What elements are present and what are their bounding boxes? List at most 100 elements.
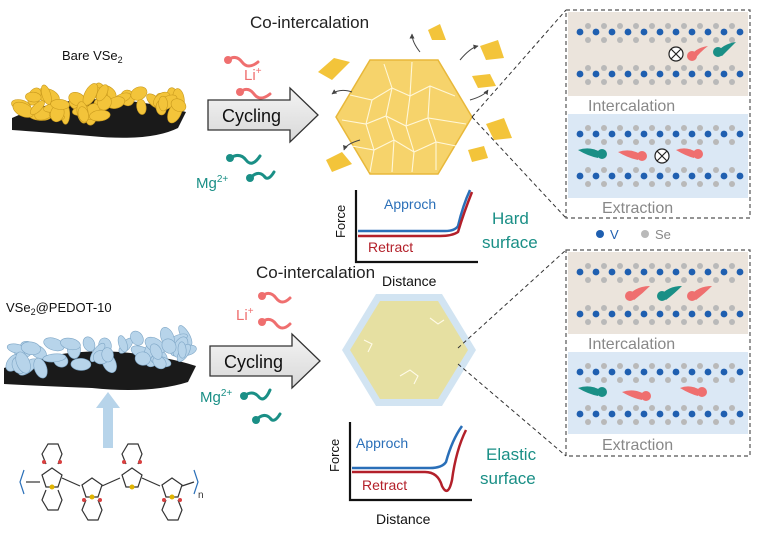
selenium-atom — [713, 65, 719, 71]
selenium-atom — [601, 65, 607, 71]
selenium-atom — [729, 23, 735, 29]
selenium-atom — [617, 37, 623, 43]
bottom-material-label: VSe2@PEDOT-10 — [6, 300, 112, 317]
vanadium-atom — [592, 410, 600, 418]
selenium-atom — [617, 405, 623, 411]
selenium-atom — [697, 263, 703, 269]
selenium-atom — [601, 419, 607, 425]
selenium-atom — [681, 65, 687, 71]
vanadium-atom — [656, 410, 664, 418]
selenium-atom — [633, 305, 639, 311]
vanadium-atom — [608, 268, 616, 276]
flake — [158, 95, 168, 112]
selenium-atom — [697, 139, 703, 145]
flake — [50, 99, 70, 110]
top-approach-curve — [358, 189, 472, 233]
vanadium-atom — [672, 310, 680, 318]
vanadium-atom — [640, 368, 648, 376]
vanadium-atom — [624, 410, 632, 418]
selenium-atom — [601, 23, 607, 29]
selenium-atom — [585, 139, 591, 145]
selenium-atom — [617, 23, 623, 29]
flake — [89, 109, 111, 122]
selenium-atom — [633, 377, 639, 383]
top-intercalation-lattice — [576, 23, 744, 85]
bottom-surface-line2: surface — [480, 469, 536, 488]
bottom-intercalation-lattice — [576, 263, 744, 325]
vanadium-atom — [592, 268, 600, 276]
vanadium-atom — [672, 28, 680, 36]
vanadium-atom — [608, 410, 616, 418]
selenium-atom — [601, 79, 607, 85]
selenium-atom — [697, 363, 703, 369]
flake — [177, 341, 187, 359]
bottom-mg-label: Mg2+ — [200, 388, 232, 406]
vanadium-atom — [672, 172, 680, 180]
vanadium-atom — [656, 172, 664, 180]
vanadium-atom — [720, 28, 728, 36]
selenium-atom — [681, 167, 687, 173]
top-intercalation-ions — [668, 42, 736, 62]
bottom-intercalation-ions — [625, 286, 712, 301]
vanadium-atom — [640, 410, 648, 418]
flake — [96, 84, 109, 102]
vanadium-atom — [656, 310, 664, 318]
selenium-atom — [697, 125, 703, 131]
selenium-atom — [633, 167, 639, 173]
selenium-atom — [617, 167, 623, 173]
selenium-atom — [601, 181, 607, 187]
flake — [15, 351, 31, 374]
vanadium-atom — [576, 28, 584, 36]
bottom-mg-ion-icons — [240, 388, 282, 424]
selenium-atom — [729, 277, 735, 283]
selenium-atom — [617, 125, 623, 131]
selenium-atom — [713, 181, 719, 187]
selenium-atom — [713, 139, 719, 145]
selenium-atom — [729, 319, 735, 325]
selenium-atom — [729, 125, 735, 131]
selenium-atom — [649, 167, 655, 173]
bottom-li-label: Li+ — [236, 306, 254, 324]
vanadium-atom — [592, 28, 600, 36]
vanadium-atom — [576, 130, 584, 138]
top-extraction-ions — [578, 148, 703, 164]
top-surface-line2: surface — [482, 233, 538, 252]
selenium-atom — [649, 23, 655, 29]
bottom-approach-curve — [352, 425, 464, 470]
selenium-atom — [649, 37, 655, 43]
selenium-atom — [649, 181, 655, 187]
vanadium-atom — [704, 130, 712, 138]
selenium-atom — [585, 277, 591, 283]
selenium-atom — [713, 167, 719, 173]
flake — [77, 106, 89, 123]
selenium-atom — [585, 263, 591, 269]
flake — [134, 351, 151, 366]
vanadium-atom — [592, 310, 600, 318]
selenium-atom — [697, 23, 703, 29]
top-extraction-lattice — [576, 125, 744, 187]
vanadium-atom — [640, 28, 648, 36]
top-force-axis-label: Force — [333, 205, 348, 238]
selenium-atom — [697, 181, 703, 187]
vanadium-atom — [688, 70, 696, 78]
selenium-atom — [665, 405, 671, 411]
selenium-atom — [681, 37, 687, 43]
selenium-atom — [601, 277, 607, 283]
selenium-atom — [649, 363, 655, 369]
top-cracked-hexagon — [335, 59, 473, 175]
selenium-atom — [697, 79, 703, 85]
selenium-atom — [681, 79, 687, 85]
selenium-atom — [697, 305, 703, 311]
selenium-atom — [713, 277, 719, 283]
top-distance-axis-label: Distance — [382, 273, 437, 289]
selenium-atom — [681, 263, 687, 269]
selenium-atom — [665, 37, 671, 43]
selenium-atom — [585, 419, 591, 425]
vanadium-atom — [640, 172, 648, 180]
selenium-atom — [713, 319, 719, 325]
top-retract-label: Retract — [368, 239, 413, 255]
selenium-atom — [729, 79, 735, 85]
selenium-atom — [697, 419, 703, 425]
selenium-atom — [697, 377, 703, 383]
